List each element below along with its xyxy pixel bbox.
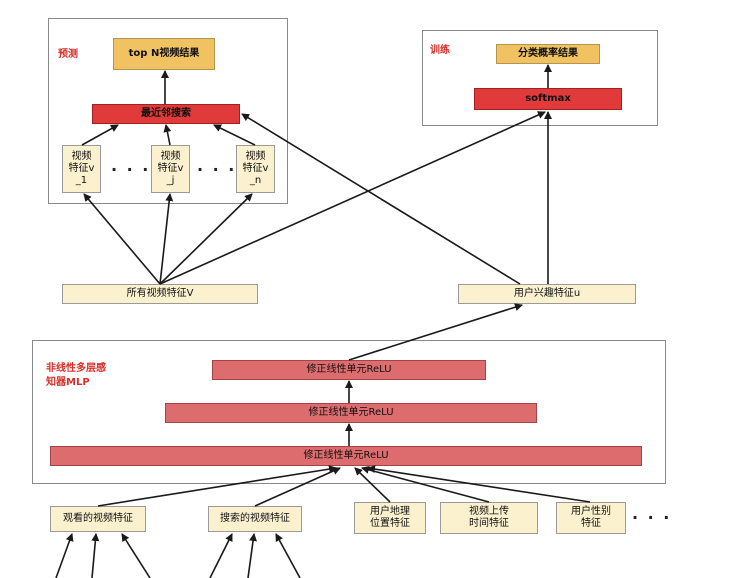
arrow-v1-to-nn bbox=[81, 124, 119, 146]
video-features-ellipsis-2: · · · bbox=[197, 160, 237, 179]
video-feature-vj-label: 视频 特征v _j bbox=[157, 151, 184, 186]
arrow-vn-to-nn bbox=[213, 124, 256, 146]
video-features-ellipsis-1: · · · bbox=[111, 160, 151, 179]
top-n-results-box: top N视频结果 bbox=[113, 38, 215, 70]
video-feature-v1-label: 视频 特征v _1 bbox=[68, 151, 95, 186]
arrow-user-to-nn bbox=[241, 113, 521, 285]
video-feature-v1-box: 视频 特征v _1 bbox=[62, 145, 101, 193]
arrow-all-to-vn bbox=[159, 193, 253, 285]
relu-layer-1: 修正线性单元ReLU bbox=[50, 446, 642, 466]
arrow-vj-to-nn bbox=[163, 124, 172, 146]
arrow-upload-to-mlp bbox=[361, 465, 490, 503]
video-feature-vj-box: 视频 特征v _j bbox=[151, 145, 190, 193]
user-gender-feature-box: 用户性别 特征 bbox=[556, 502, 626, 534]
user-location-feature-box: 用户地理 位置特征 bbox=[354, 502, 426, 534]
softmax-box: softmax bbox=[474, 88, 622, 110]
arrow-all-to-softmax bbox=[159, 111, 546, 285]
all-video-features-box: 所有视频特征V bbox=[62, 284, 258, 304]
arrow-in-searched-1 bbox=[209, 533, 233, 578]
video-feature-vn-box: 视频 特征v _n bbox=[236, 145, 275, 193]
arrow-in-searched-3 bbox=[275, 533, 301, 578]
arrow-in-watched-1 bbox=[55, 533, 74, 578]
train-label: 训练 bbox=[430, 45, 450, 56]
arrow-mlp-to-user bbox=[348, 303, 523, 361]
video-upload-time-feature-box: 视频上传 时间特征 bbox=[440, 502, 538, 534]
arrow-location-to-mlp bbox=[354, 467, 391, 503]
arrow-in-searched-2 bbox=[247, 533, 258, 578]
watched-video-features-box: 观看的视频特征 bbox=[50, 506, 146, 532]
predict-label: 预测 bbox=[58, 49, 78, 60]
nearest-neighbor-search-box: 最近邻搜索 bbox=[92, 104, 240, 124]
video-feature-vn-label: 视频 特征v _n bbox=[242, 151, 269, 186]
user-interest-feature-box: 用户兴趣特征u bbox=[458, 284, 636, 304]
arrow-searched-to-mlp bbox=[254, 467, 341, 507]
arrow-all-to-v1 bbox=[83, 193, 161, 285]
classification-probability-box: 分类概率结果 bbox=[496, 44, 600, 64]
relu-layer-3: 修正线性单元ReLU bbox=[212, 360, 486, 380]
input-features-ellipsis: · · · bbox=[632, 508, 672, 527]
searched-video-features-box: 搜索的视频特征 bbox=[208, 506, 302, 532]
arrow-gender-to-mlp bbox=[367, 465, 591, 503]
arrow-in-watched-2 bbox=[91, 533, 100, 578]
arrow-watched-to-mlp bbox=[97, 465, 337, 507]
arrow-in-watched-3 bbox=[121, 533, 151, 578]
relu-layer-2: 修正线性单元ReLU bbox=[165, 403, 537, 423]
arrow-all-to-vj bbox=[159, 193, 174, 285]
mlp-label: 非线性多层感 知器MLP bbox=[46, 363, 106, 388]
